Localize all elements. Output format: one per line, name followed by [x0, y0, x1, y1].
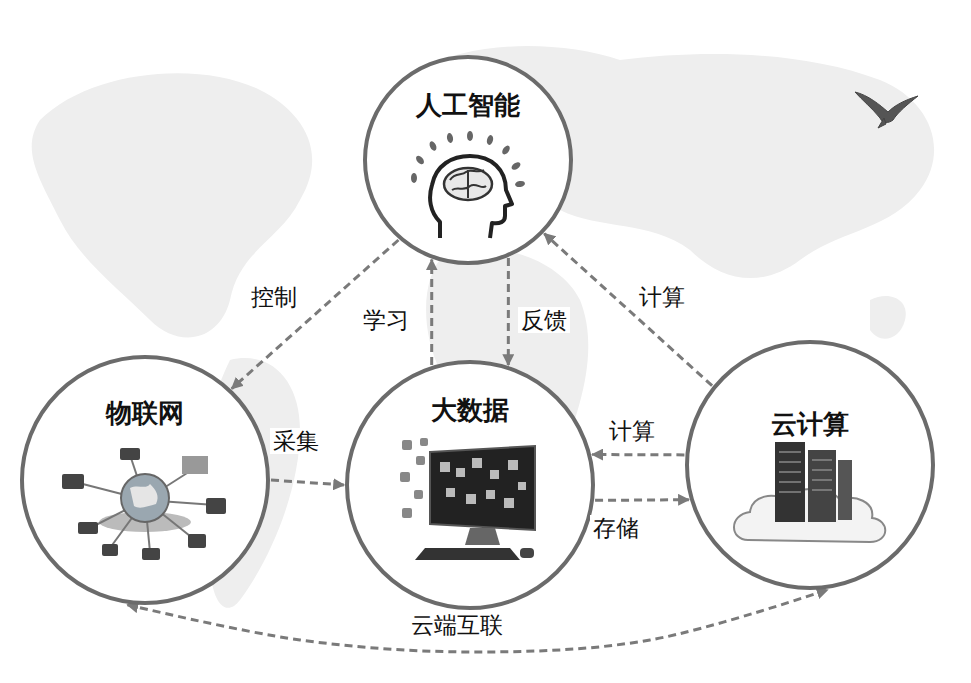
network-icon: [62, 448, 226, 560]
cloud-server-icon: [734, 442, 885, 542]
dashed-arrow: [507, 258, 510, 365]
node-title: 云计算: [685, 410, 935, 439]
seagull: [855, 92, 918, 128]
edge-label: 计算: [636, 284, 688, 310]
circle-node: 云计算: [685, 340, 935, 590]
edge-label: 存储: [590, 515, 642, 541]
dashed-arrow: [430, 260, 433, 365]
edge-label: 采集: [270, 428, 322, 454]
dashed-arrow: [595, 498, 689, 502]
circle-node: 人工智能: [363, 55, 573, 265]
dashed-arrow: [271, 480, 344, 485]
circle-node: 物联网: [20, 355, 270, 605]
node-title: 物联网: [20, 399, 270, 428]
dashed-arrow: [592, 453, 684, 456]
node-title: 大数据: [345, 396, 595, 425]
edge-label: 学习: [360, 307, 412, 333]
dashed-arrow: [127, 590, 827, 652]
circle-outline: [363, 55, 573, 265]
brain-head-icon: [411, 131, 525, 238]
edge-label: 计算: [606, 418, 658, 444]
node-title: 人工智能: [363, 91, 573, 120]
circle-node: 大数据: [345, 360, 595, 610]
world-map: [32, 46, 934, 608]
circle-outline: [20, 355, 270, 605]
circle-outline: [685, 340, 935, 590]
edge-label: 反馈: [518, 307, 570, 333]
monitor-icon: [400, 438, 535, 560]
edge-label: 控制: [248, 284, 300, 310]
circle-grounds: [20, 55, 935, 610]
edge-label: 云端互联: [408, 612, 506, 638]
